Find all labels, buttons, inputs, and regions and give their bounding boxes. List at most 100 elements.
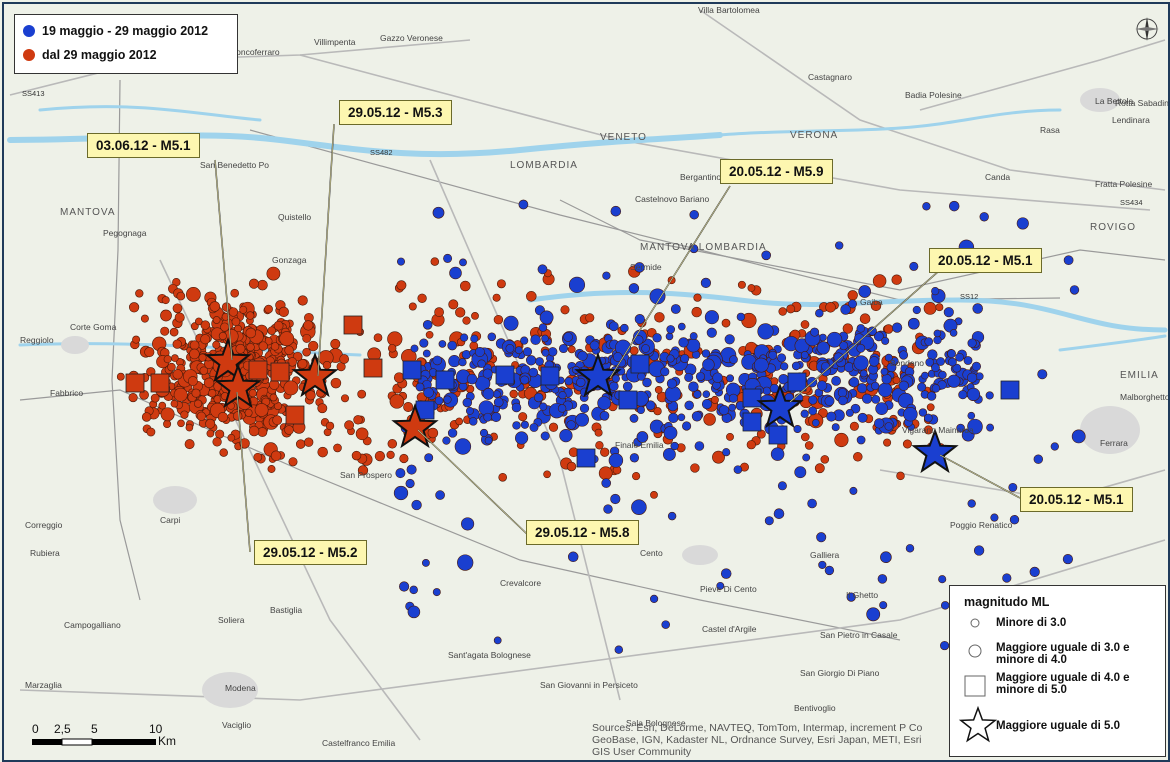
earthquake-marker[interactable] bbox=[160, 326, 170, 336]
earthquake-marker[interactable] bbox=[322, 361, 332, 370]
earthquake-marker[interactable] bbox=[670, 441, 679, 451]
earthquake-marker[interactable] bbox=[636, 431, 649, 443]
earthquake-marker[interactable] bbox=[702, 358, 715, 371]
earthquake-marker[interactable] bbox=[966, 387, 981, 402]
earthquake-marker[interactable] bbox=[1069, 285, 1080, 295]
earthquake-marker[interactable] bbox=[205, 418, 216, 429]
earthquake-marker[interactable] bbox=[575, 412, 589, 427]
earthquake-square-marker[interactable] bbox=[125, 373, 145, 393]
earthquake-marker[interactable] bbox=[903, 406, 918, 422]
earthquake-marker[interactable] bbox=[747, 284, 756, 292]
earthquake-marker[interactable] bbox=[526, 291, 537, 302]
earthquake-square-marker[interactable] bbox=[576, 448, 596, 468]
earthquake-marker[interactable] bbox=[302, 347, 311, 357]
earthquake-marker[interactable] bbox=[737, 280, 746, 289]
earthquake-marker[interactable] bbox=[824, 396, 835, 406]
earthquake-marker[interactable] bbox=[777, 353, 787, 363]
earthquake-marker[interactable] bbox=[678, 337, 689, 348]
earthquake-marker[interactable] bbox=[305, 390, 316, 401]
major-quake-star[interactable] bbox=[204, 337, 252, 383]
earthquake-marker[interactable] bbox=[270, 342, 280, 351]
earthquake-marker[interactable] bbox=[958, 390, 968, 400]
earthquake-marker[interactable] bbox=[203, 377, 215, 388]
earthquake-marker[interactable] bbox=[923, 413, 933, 423]
earthquake-marker[interactable] bbox=[874, 418, 885, 429]
earthquake-square-marker[interactable] bbox=[363, 358, 383, 378]
earthquake-marker[interactable] bbox=[831, 376, 841, 386]
earthquake-marker[interactable] bbox=[700, 277, 712, 289]
earthquake-marker[interactable] bbox=[541, 348, 550, 357]
earthquake-marker[interactable] bbox=[462, 316, 471, 325]
earthquake-marker[interactable] bbox=[1037, 369, 1048, 380]
earthquake-marker[interactable] bbox=[539, 310, 554, 325]
earthquake-marker[interactable] bbox=[458, 358, 467, 367]
earthquake-marker[interactable] bbox=[963, 356, 973, 365]
earthquake-marker[interactable] bbox=[341, 394, 349, 403]
earthquake-marker[interactable] bbox=[666, 325, 676, 334]
earthquake-marker[interactable] bbox=[682, 421, 692, 431]
earthquake-marker[interactable] bbox=[690, 463, 700, 473]
earthquake-marker[interactable] bbox=[610, 205, 622, 217]
earthquake-marker[interactable] bbox=[833, 352, 844, 363]
earthquake-marker[interactable] bbox=[438, 340, 447, 348]
earthquake-marker[interactable] bbox=[564, 377, 573, 386]
earthquake-square-marker[interactable] bbox=[150, 373, 170, 393]
earthquake-marker[interactable] bbox=[288, 457, 298, 467]
earthquake-marker[interactable] bbox=[355, 427, 369, 441]
earthquake-marker[interactable] bbox=[1071, 429, 1086, 444]
earthquake-marker[interactable] bbox=[567, 345, 576, 354]
earthquake-marker[interactable] bbox=[814, 463, 825, 474]
earthquake-marker[interactable] bbox=[558, 391, 567, 400]
earthquake-marker[interactable] bbox=[891, 322, 903, 333]
earthquake-marker[interactable] bbox=[163, 355, 172, 364]
earthquake-marker[interactable] bbox=[219, 448, 228, 457]
earthquake-marker[interactable] bbox=[189, 348, 200, 360]
earthquake-marker[interactable] bbox=[560, 305, 570, 315]
earthquake-marker[interactable] bbox=[665, 332, 674, 341]
earthquake-marker[interactable] bbox=[826, 411, 837, 422]
earthquake-marker[interactable] bbox=[636, 405, 645, 415]
earthquake-marker[interactable] bbox=[926, 403, 935, 412]
earthquake-marker[interactable] bbox=[267, 465, 276, 473]
earthquake-marker[interactable] bbox=[979, 212, 989, 222]
earthquake-marker[interactable] bbox=[295, 439, 306, 449]
earthquake-marker[interactable] bbox=[493, 636, 502, 645]
earthquake-marker[interactable] bbox=[333, 443, 342, 453]
earthquake-marker[interactable] bbox=[163, 419, 172, 429]
earthquake-marker[interactable] bbox=[821, 361, 831, 371]
earthquake-marker[interactable] bbox=[663, 426, 678, 440]
earthquake-marker[interactable] bbox=[186, 287, 201, 302]
earthquake-marker[interactable] bbox=[877, 574, 888, 584]
earthquake-marker[interactable] bbox=[455, 417, 464, 426]
earthquake-marker[interactable] bbox=[694, 441, 705, 451]
earthquake-marker[interactable] bbox=[1063, 255, 1074, 266]
earthquake-marker[interactable] bbox=[454, 438, 472, 455]
earthquake-marker[interactable] bbox=[597, 396, 612, 411]
earthquake-marker[interactable] bbox=[511, 402, 522, 413]
earthquake-marker[interactable] bbox=[990, 513, 999, 522]
earthquake-marker[interactable] bbox=[567, 551, 579, 563]
earthquake-square-marker[interactable] bbox=[248, 360, 268, 380]
earthquake-marker[interactable] bbox=[629, 346, 639, 356]
earthquake-marker[interactable] bbox=[811, 418, 820, 427]
earthquake-marker[interactable] bbox=[652, 333, 662, 343]
earthquake-marker[interactable] bbox=[926, 391, 937, 401]
earthquake-marker[interactable] bbox=[857, 383, 868, 394]
earthquake-marker[interactable] bbox=[677, 322, 686, 331]
earthquake-marker[interactable] bbox=[209, 301, 221, 312]
earthquake-marker[interactable] bbox=[498, 472, 508, 482]
earthquake-marker[interactable] bbox=[482, 388, 495, 400]
earthquake-marker[interactable] bbox=[191, 388, 201, 398]
earthquake-marker[interactable] bbox=[434, 396, 444, 406]
earthquake-marker[interactable] bbox=[518, 412, 528, 422]
earthquake-marker[interactable] bbox=[167, 362, 176, 372]
earthquake-marker[interactable] bbox=[518, 199, 529, 210]
earthquake-marker[interactable] bbox=[838, 395, 848, 406]
earthquake-marker[interactable] bbox=[198, 353, 207, 362]
earthquake-marker[interactable] bbox=[417, 293, 427, 303]
earthquake-marker[interactable] bbox=[925, 357, 935, 367]
earthquake-marker[interactable] bbox=[859, 313, 871, 324]
earthquake-marker[interactable] bbox=[757, 323, 774, 340]
earthquake-marker[interactable] bbox=[835, 241, 844, 250]
earthquake-marker[interactable] bbox=[387, 439, 398, 449]
